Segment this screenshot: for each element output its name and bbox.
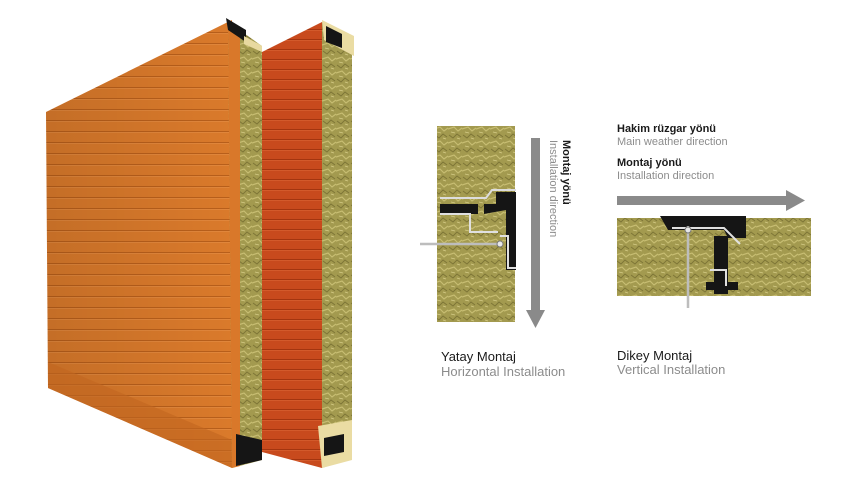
horizontal-montage-label: Yatay Montaj bbox=[441, 349, 516, 364]
horizontal-direction-subtitle: Installation direction bbox=[547, 140, 559, 238]
vertical-montage-sublabel: Vertical Installation bbox=[617, 362, 726, 377]
horizontal-joint-section bbox=[420, 126, 516, 322]
weather-direction-subtitle: Main weather direction bbox=[617, 136, 728, 148]
vertical-direction-subtitle: Installation direction bbox=[617, 170, 715, 182]
installation-direction-arrow-right bbox=[617, 190, 805, 211]
vertical-direction-title: Montaj yönü bbox=[617, 157, 682, 169]
weather-direction-title: Hakim rüzgar yönü bbox=[617, 123, 717, 135]
horizontal-montage-sublabel: Horizontal Installation bbox=[441, 364, 566, 379]
vertical-montage-label: Dikey Montaj bbox=[617, 348, 693, 363]
red-sandwich-panel bbox=[262, 20, 354, 468]
vertical-joint-section bbox=[617, 216, 811, 308]
installation-direction-arrow-down bbox=[526, 138, 545, 328]
horizontal-direction-text: Montaj yönü Installation direction bbox=[546, 140, 572, 237]
orange-sandwich-panel bbox=[46, 18, 262, 468]
horizontal-direction-title: Montaj yönü bbox=[560, 140, 572, 205]
